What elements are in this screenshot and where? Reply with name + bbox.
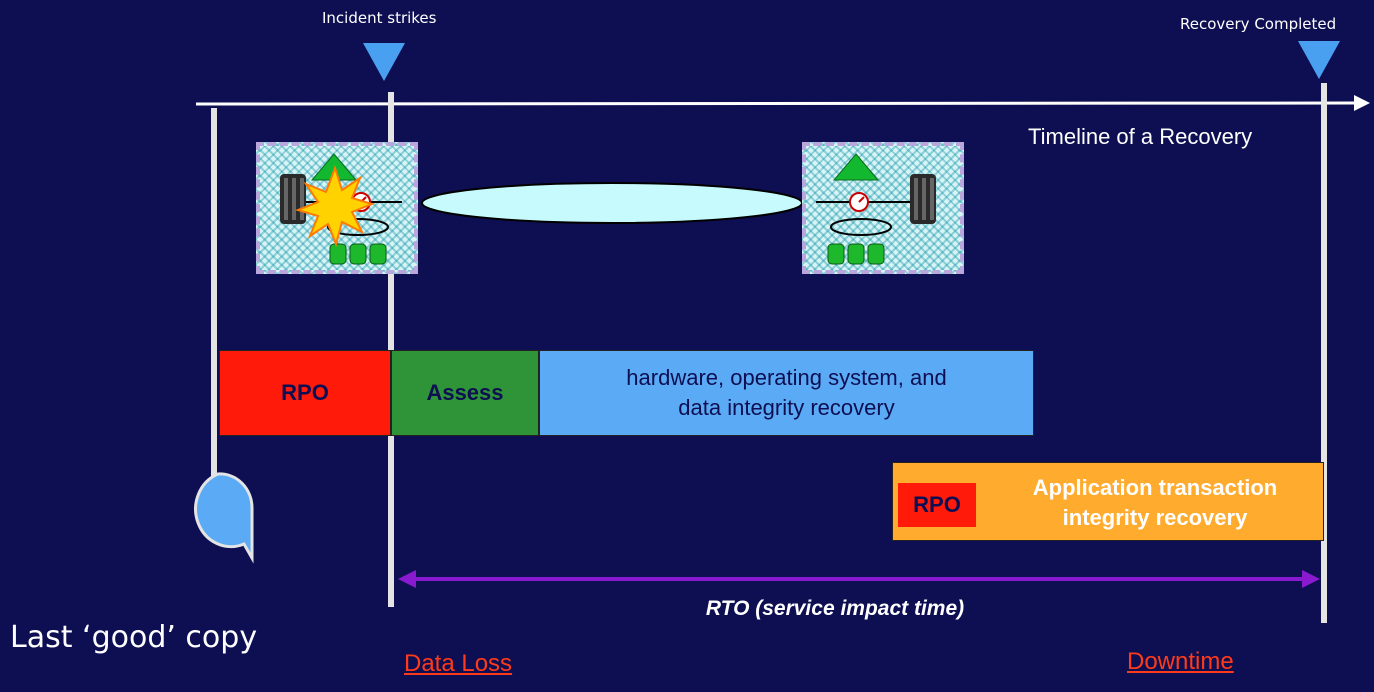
app-recovery-line2: integrity recovery	[1062, 505, 1248, 530]
timeline-label: Timeline of a Recovery	[1028, 124, 1253, 149]
application-recovery-phase: RPO Application transaction integrity re…	[892, 462, 1324, 541]
hardware-recovery-line1: hardware, operating system, and	[626, 365, 947, 390]
hardware-recovery-phase: hardware, operating system, and data int…	[539, 350, 1034, 436]
rto-label: RTO (service impact time)	[705, 597, 965, 620]
copy-lens-icon	[194, 472, 254, 564]
incident-line	[388, 92, 394, 607]
server-icon	[280, 174, 306, 224]
recovery-site	[802, 142, 964, 274]
primary-site	[256, 142, 418, 274]
rpo-phase: RPO	[219, 350, 391, 436]
last-copy-line	[211, 108, 217, 484]
recovery-line	[1321, 83, 1327, 623]
storage-icon	[827, 243, 885, 265]
downtime-link[interactable]: Downtime	[1127, 648, 1234, 675]
app-rpo-box: RPO	[898, 483, 976, 527]
server-icon	[910, 174, 936, 224]
assess-phase: Assess	[391, 350, 539, 436]
incident-marker-icon	[363, 43, 405, 81]
recovery-completed-label: Recovery Completed	[1180, 15, 1337, 33]
storage-icon	[329, 243, 387, 265]
data-loss-link[interactable]: Data Loss	[404, 650, 513, 677]
explosion-icon	[294, 164, 376, 248]
app-recovery-text: Application transaction integrity recove…	[989, 473, 1321, 533]
hardware-recovery-line2: data integrity recovery	[678, 395, 895, 420]
app-recovery-line1: Application transaction	[1032, 475, 1278, 500]
recovery-marker-icon	[1298, 41, 1340, 79]
last-good-copy-label: Last ‘good’ copy	[10, 620, 258, 655]
incident-strikes-label: Incident strikes	[322, 9, 437, 27]
